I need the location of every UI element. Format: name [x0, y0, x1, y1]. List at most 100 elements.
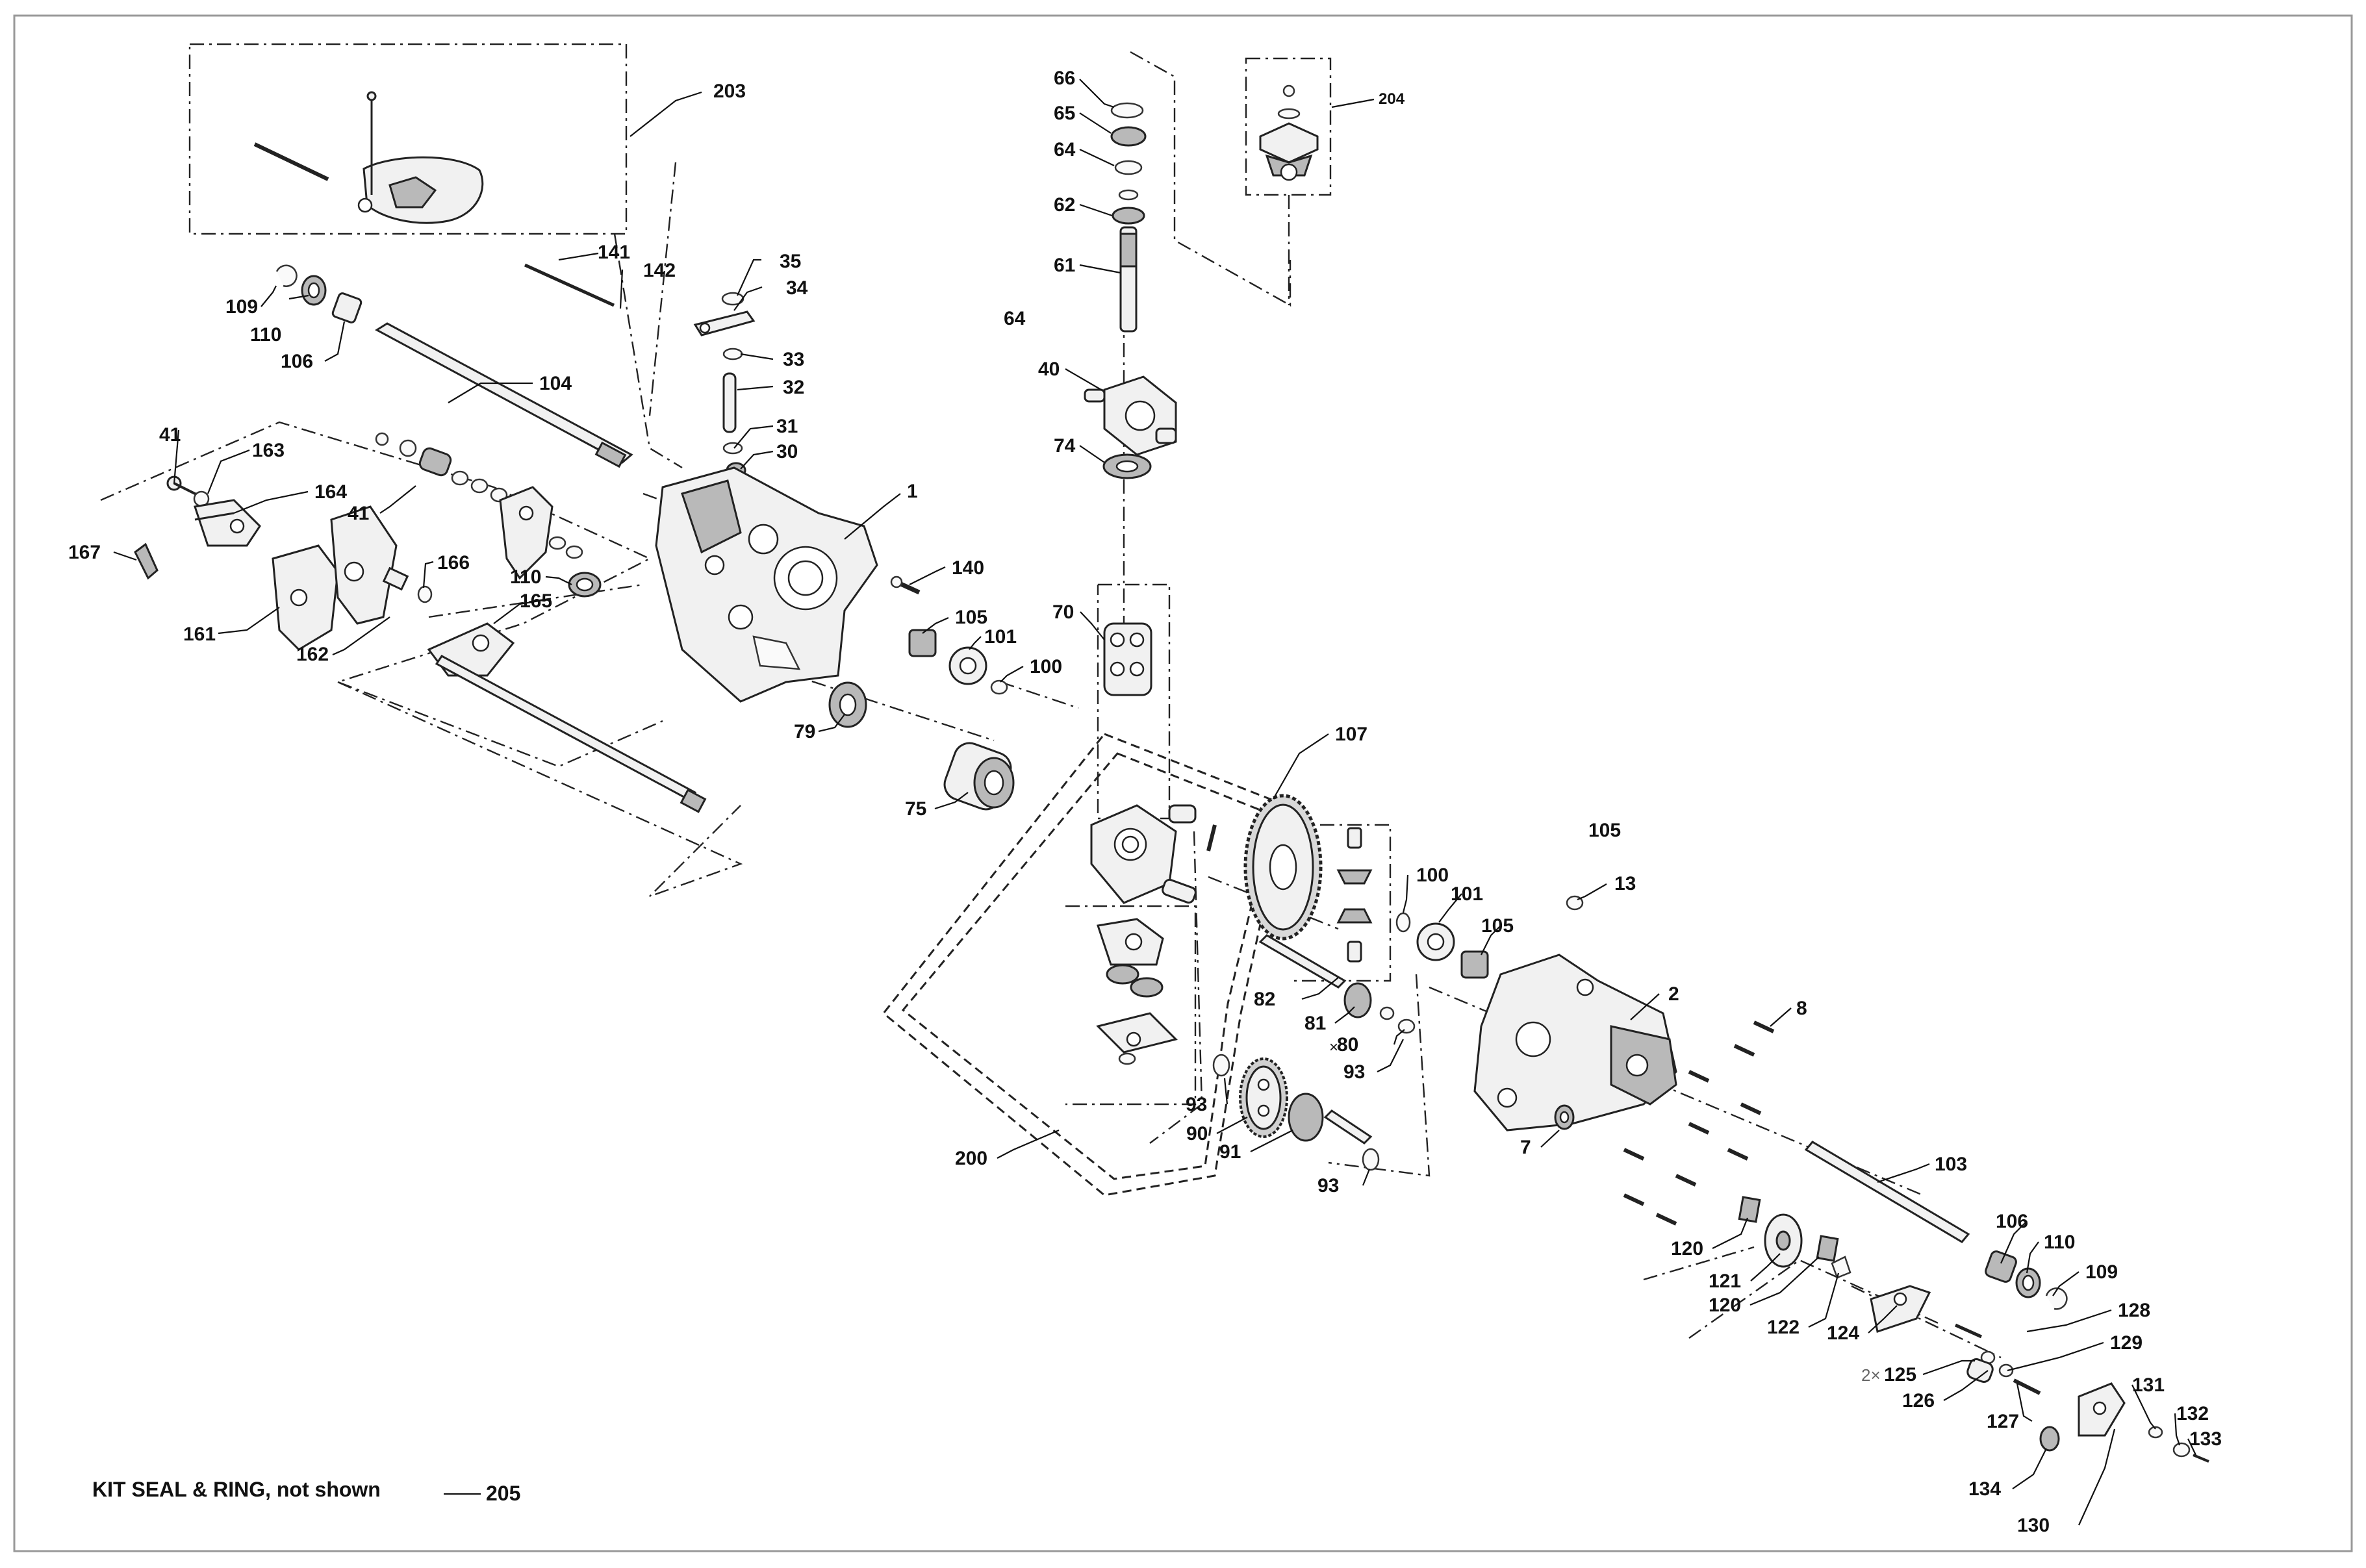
callout-120-bottom: 120 [1709, 1295, 1741, 1316]
callout-8: 8 [1796, 998, 1807, 1019]
part-106-110-109-right [1985, 1250, 2068, 1310]
callout-167: 167 [68, 542, 101, 563]
callout-165: 165 [520, 590, 552, 612]
part-204-kit [1259, 84, 1319, 181]
part-107-ring-gear [1243, 794, 1323, 941]
subassembly-200-outline [882, 733, 1288, 1196]
callout-203: 203 [713, 81, 746, 102]
callout-141: 141 [598, 242, 630, 263]
callout-74: 74 [1054, 435, 1076, 457]
callout-109: 109 [225, 296, 258, 318]
callout-2: 2 [1668, 983, 1679, 1005]
callout-105-left: 105 [955, 607, 987, 628]
callout-13: 13 [1614, 873, 1636, 894]
callout-101-left: 101 [984, 626, 1017, 648]
footer-note: KIT SEAL & RING, not shown 205 [92, 1478, 520, 1505]
callout-106: 106 [281, 351, 313, 372]
callout-41-top: 41 [159, 424, 181, 446]
callout-64-side: 64 [1004, 308, 1026, 329]
qty-marker-125: 2× [1861, 1365, 1881, 1385]
part-8-bolts [1623, 1020, 1775, 1226]
callout-204: 204 [1379, 90, 1405, 108]
callout-79: 79 [794, 721, 815, 742]
callout-140: 140 [952, 557, 984, 579]
callout-labels: 203 141 142 109 110 106 35 34 33 32 31 3… [68, 68, 2222, 1536]
callout-1: 1 [907, 481, 918, 502]
callout-30: 30 [776, 441, 798, 462]
callout-101-right: 101 [1451, 883, 1483, 905]
part-140-105-101-100-left [890, 575, 1008, 695]
callout-90: 90 [1186, 1123, 1208, 1144]
callout-100-right: 100 [1416, 865, 1449, 886]
assembly-boundaries [100, 43, 2002, 1359]
callout-120-top: 120 [1671, 1238, 1703, 1259]
callout-161: 161 [183, 624, 216, 645]
qty-marker-80: × [1329, 1039, 1338, 1056]
callout-31: 31 [776, 416, 798, 437]
callout-105-right: 105 [1481, 915, 1514, 937]
callout-81: 81 [1304, 1013, 1326, 1034]
callout-41-mid: 41 [348, 503, 369, 524]
part-90-91-93 [1212, 1054, 1380, 1171]
callout-110-mid: 110 [510, 566, 541, 588]
part-141-rod [524, 263, 615, 307]
callout-33: 33 [783, 349, 804, 370]
leader-lines [113, 79, 2196, 1526]
footer-note-ref: 205 [486, 1482, 520, 1505]
part-75-bearing [943, 742, 1015, 811]
callout-121: 121 [1709, 1271, 1741, 1292]
callout-93-left: 93 [1186, 1094, 1207, 1115]
callout-91: 91 [1219, 1141, 1241, 1163]
callout-107: 107 [1335, 724, 1367, 745]
part-100-101-105-right [1395, 895, 1584, 979]
callout-110-right: 110 [2044, 1232, 2075, 1253]
callout-100-left: 100 [1030, 656, 1062, 677]
callout-93-mid: 93 [1343, 1061, 1365, 1083]
callout-132: 132 [2176, 1403, 2209, 1424]
callout-109-right: 109 [2085, 1261, 2118, 1283]
callout-142: 142 [643, 260, 676, 281]
part-161-167-linkage [134, 475, 433, 651]
part-7-seal [1554, 1104, 1575, 1130]
callout-131: 131 [2132, 1374, 2165, 1396]
part-1-left-housing [655, 466, 878, 703]
callout-130: 130 [2017, 1515, 2050, 1536]
part-middle-shaft-group [375, 432, 707, 813]
callout-110: 110 [250, 324, 281, 346]
callout-80: 80 [1337, 1034, 1358, 1056]
part-30-35-lever-group [693, 292, 756, 479]
callout-125: 125 [1884, 1364, 1916, 1385]
callout-104: 104 [539, 373, 572, 394]
part-203-kit [253, 91, 484, 224]
part-120-122-brake [1738, 1196, 1851, 1279]
part-70-coupler [1103, 622, 1152, 696]
callout-82: 82 [1254, 989, 1275, 1010]
callout-162: 162 [296, 644, 329, 665]
callout-124: 124 [1827, 1322, 1859, 1344]
callout-122: 122 [1767, 1317, 1800, 1338]
callout-62: 62 [1054, 194, 1075, 216]
callout-133: 133 [2189, 1428, 2222, 1450]
callout-126: 126 [1902, 1390, 1935, 1411]
callout-164: 164 [314, 481, 347, 503]
part-103-axle [1804, 1141, 1970, 1243]
part-200-subassembly-parts [1090, 804, 1217, 1065]
callout-75: 75 [905, 798, 926, 820]
part-74-bearing [1102, 453, 1152, 479]
drawing-frame [13, 14, 2353, 1552]
callout-34: 34 [786, 277, 808, 299]
callout-105-free: 105 [1588, 820, 1621, 841]
callout-163: 163 [252, 440, 285, 461]
callout-61: 61 [1054, 255, 1075, 276]
part-40-bevel-housing [1084, 375, 1177, 456]
callout-166: 166 [437, 552, 470, 574]
callout-35: 35 [780, 251, 801, 272]
part-differential-gears [1336, 827, 1373, 963]
callout-65: 65 [1054, 103, 1075, 124]
callout-129: 129 [2110, 1332, 2143, 1354]
part-124-134-brake-linkage [1870, 1285, 2209, 1463]
callout-66: 66 [1054, 68, 1075, 89]
callout-134: 134 [1968, 1478, 2001, 1500]
callout-128: 128 [2118, 1300, 2150, 1321]
